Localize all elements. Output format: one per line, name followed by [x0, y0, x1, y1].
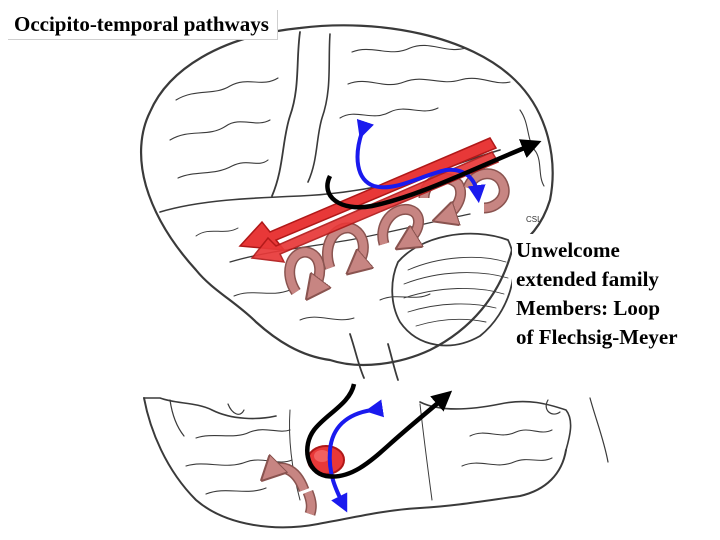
caption-line: Unwelcome: [516, 238, 620, 262]
caption-line: extended family: [516, 267, 659, 291]
blue-loop-path: [355, 118, 486, 204]
u-fiber-arc: [378, 205, 419, 244]
artist-initials: CSL: [526, 215, 542, 224]
u-fiber-arc: [268, 468, 308, 492]
basal-pathway-group: [268, 445, 345, 516]
caption-line: of Flechsig-Meyer: [516, 325, 678, 349]
red-target-highlight: [314, 450, 330, 462]
page-title: Occipito-temporal pathways: [8, 10, 278, 40]
u-fiber-arc: [323, 223, 363, 268]
loop-caption: Unwelcome extended family Members: Loop …: [512, 234, 720, 354]
caption-line: Members: Loop: [516, 296, 661, 320]
u-fiber-arc: [285, 247, 320, 292]
black-pathway-path-basal: [305, 383, 453, 479]
brain-basal-sketch: [143, 397, 609, 529]
black-pathway-path: [325, 139, 542, 210]
blue-loop-path-basal: [327, 399, 385, 513]
u-fiber-arc: [304, 490, 316, 516]
